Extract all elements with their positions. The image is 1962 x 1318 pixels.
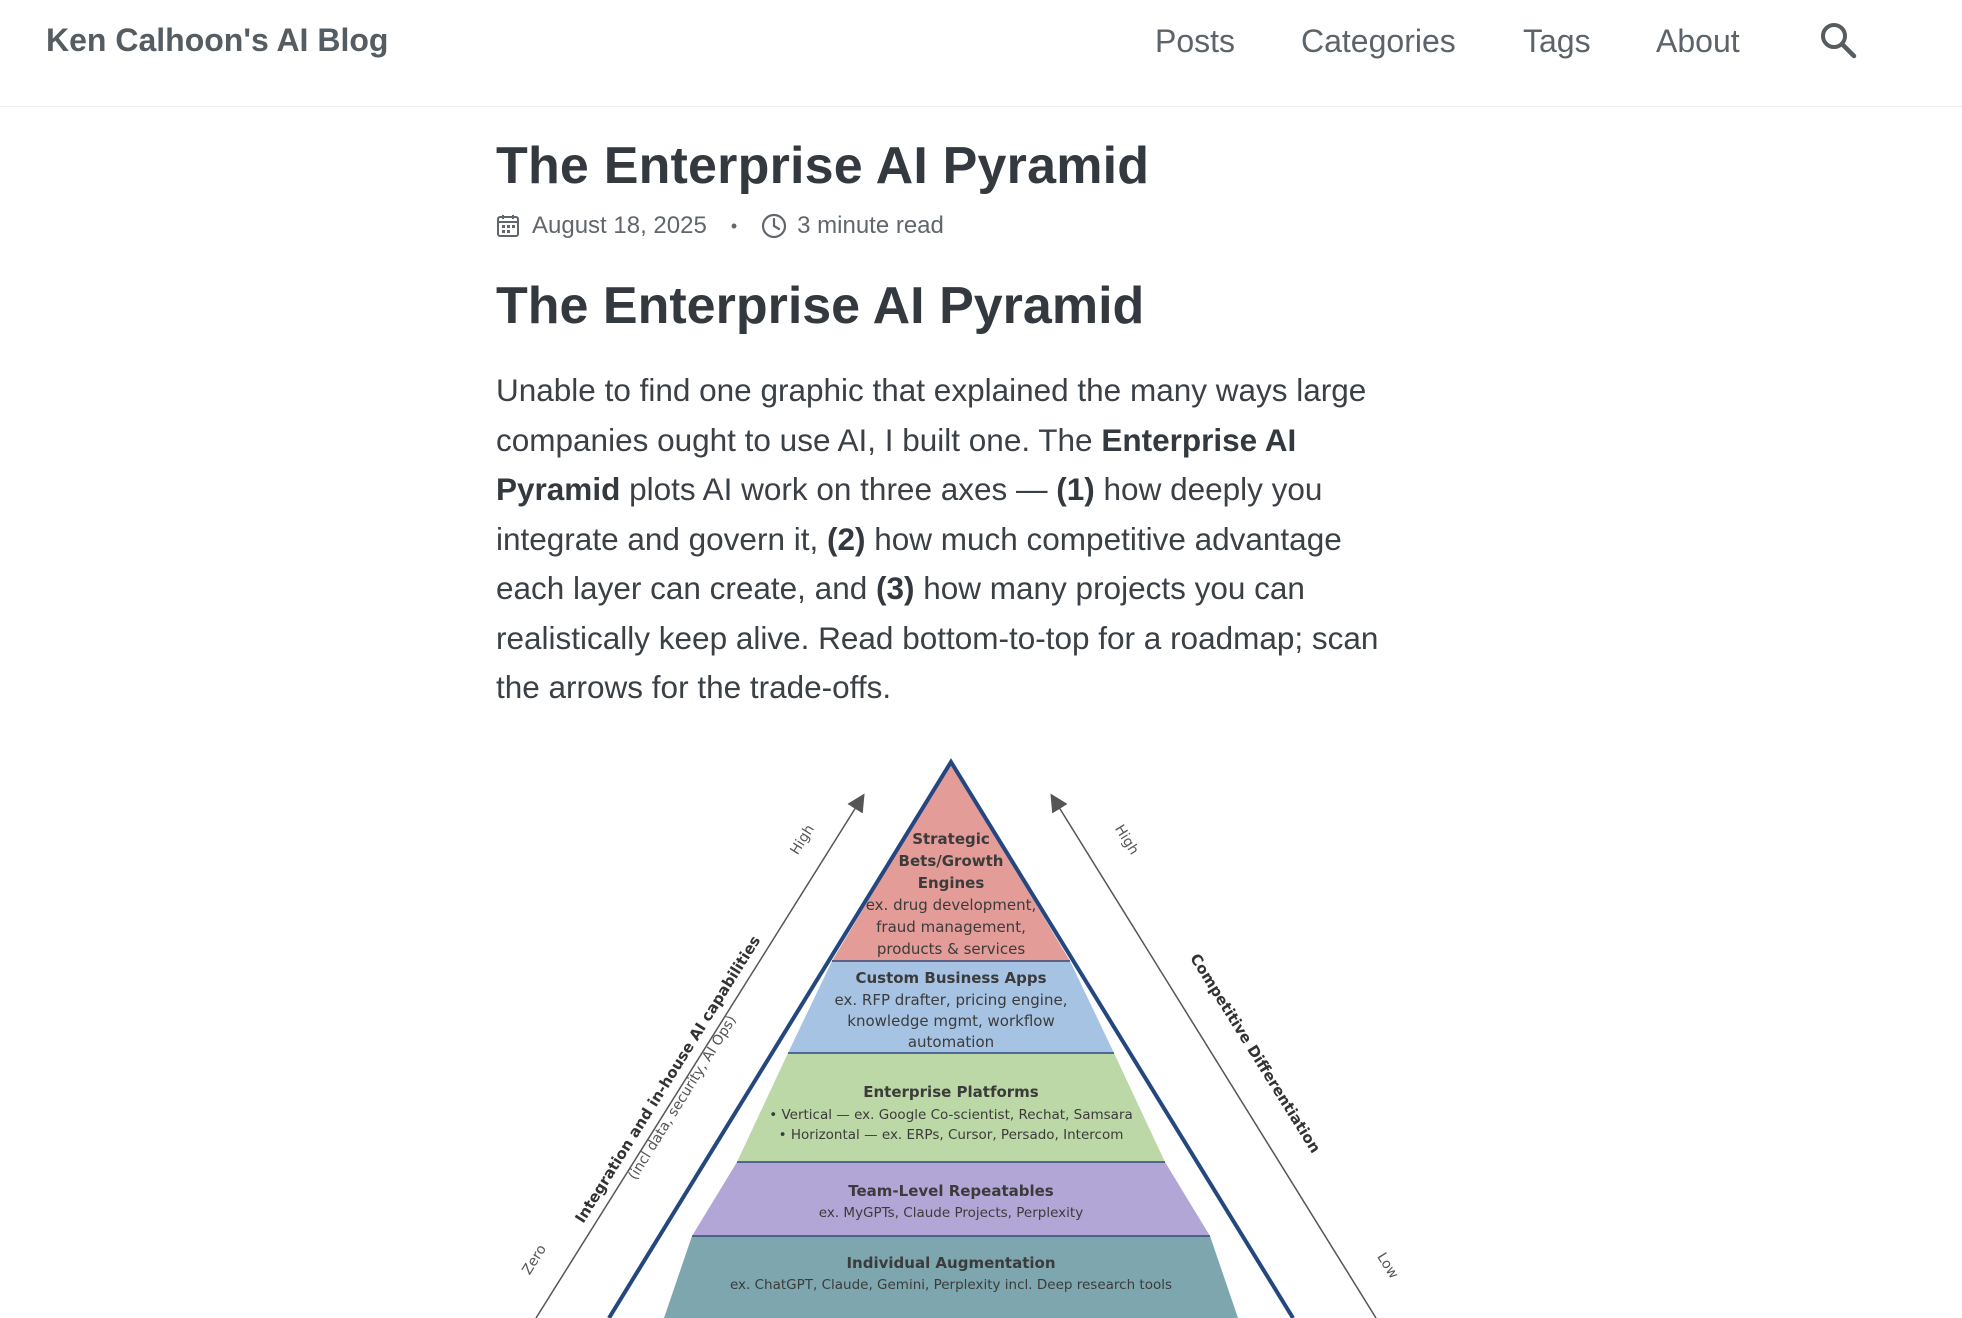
paragraph-text: how deeply you integrate and govern it,	[496, 471, 1323, 557]
clock-icon	[762, 213, 787, 239]
left-axis-zero-label: Zero	[519, 1242, 550, 1278]
paragraph-text: how much competitive advantage each laye…	[496, 520, 1342, 607]
nav-tags-link[interactable]: Tags	[1523, 23, 1591, 59]
left-axis-high-label: High	[787, 822, 818, 858]
paragraph-bold: (3)	[875, 570, 915, 606]
layer-title: Engines	[918, 874, 985, 892]
site-brand-link[interactable]: Ken Calhoon's AI Blog	[46, 22, 389, 58]
layer-individual-augmentation	[664, 1236, 1238, 1318]
pyramid-diagram: High Zero Integration and in-house AI ca…	[519, 758, 1401, 1318]
layer-description: fraud management,	[876, 918, 1026, 936]
layer-strategic-bets	[832, 762, 1070, 961]
post-read-time: 3 minute read	[797, 212, 944, 239]
article-heading: The Enterprise AI Pyramid	[496, 277, 1145, 335]
layer-custom-business-apps	[788, 961, 1114, 1053]
layer-title: Individual Augmentation	[846, 1254, 1055, 1272]
layer-description: automation	[908, 1033, 994, 1051]
paragraph-bold: (1)	[1056, 471, 1095, 507]
search-icon[interactable]	[1818, 20, 1858, 60]
right-axis-high-label: High	[1111, 822, 1142, 858]
nav-categories-link[interactable]: Categories	[1301, 23, 1456, 59]
left-axis-arrow	[535, 793, 865, 1318]
layer-description: ex. drug development,	[866, 896, 1037, 914]
right-axis-arrow	[1050, 793, 1377, 1318]
nav-posts-link[interactable]: Posts	[1155, 23, 1236, 59]
layer-description: knowledge mgmt, workflow	[847, 1012, 1054, 1030]
main-nav: Posts Categories Tags About	[0, 20, 1962, 62]
right-axis-title: Competitive Differentiation	[1186, 950, 1324, 1156]
nav-about-link[interactable]: About	[1656, 23, 1740, 59]
post-date: August 18, 2025	[532, 212, 707, 239]
article: The Enterprise AI Pyramid August 18, 202…	[496, 134, 1416, 744]
pyramid-outline	[607, 758, 1295, 1318]
layer-team-repeatables	[692, 1162, 1210, 1236]
layer-description: ex. RFP drafter, pricing engine,	[835, 991, 1068, 1009]
meta-separator: •	[730, 215, 738, 236]
layer-title: Custom Business Apps	[855, 969, 1046, 987]
layer-title: Strategic	[912, 830, 990, 848]
paragraph-bold: Enterprise AI Pyramid	[496, 421, 1297, 508]
layer-description: • Vertical — ex. Google Co-scientist, Re…	[769, 1107, 1133, 1123]
layer-title: Enterprise Platforms	[863, 1083, 1039, 1101]
calendar-icon	[497, 215, 519, 237]
layer-title: Team-Level Repeatables	[848, 1182, 1054, 1200]
layer-description: • Horizontal — ex. ERPs, Cursor, Persado…	[779, 1127, 1124, 1143]
paragraph-bold: (2)	[826, 520, 866, 557]
layer-enterprise-platforms	[737, 1053, 1165, 1162]
intro-paragraph: Unable to find one graphic that explaine…	[496, 366, 1416, 713]
layer-description: ex. MyGPTs, Claude Projects, Perplexity	[819, 1205, 1083, 1221]
layer-description: products & services	[877, 940, 1025, 958]
paragraph-text: Unable to find one graphic that explaine…	[496, 372, 1367, 458]
enterprise-ai-pyramid-figure: High Zero Integration and in-house AI ca…	[496, 750, 1416, 1318]
post-meta: August 18, 2025 • 3 minute read	[496, 208, 1416, 244]
paragraph-text: how many projects you can realistically …	[496, 570, 1379, 705]
top-navigation-bar: Ken Calhoon's AI Blog Posts Categories T…	[0, 0, 1962, 107]
layer-title: Bets/Growth	[899, 852, 1004, 870]
right-axis-low-label: Low	[1373, 1250, 1401, 1282]
paragraph-text: plots AI work on three axes —	[620, 471, 1057, 507]
post-title: The Enterprise AI Pyramid	[496, 137, 1150, 195]
layer-description: ex. ChatGPT, Claude, Gemini, Perplexity …	[730, 1277, 1172, 1293]
